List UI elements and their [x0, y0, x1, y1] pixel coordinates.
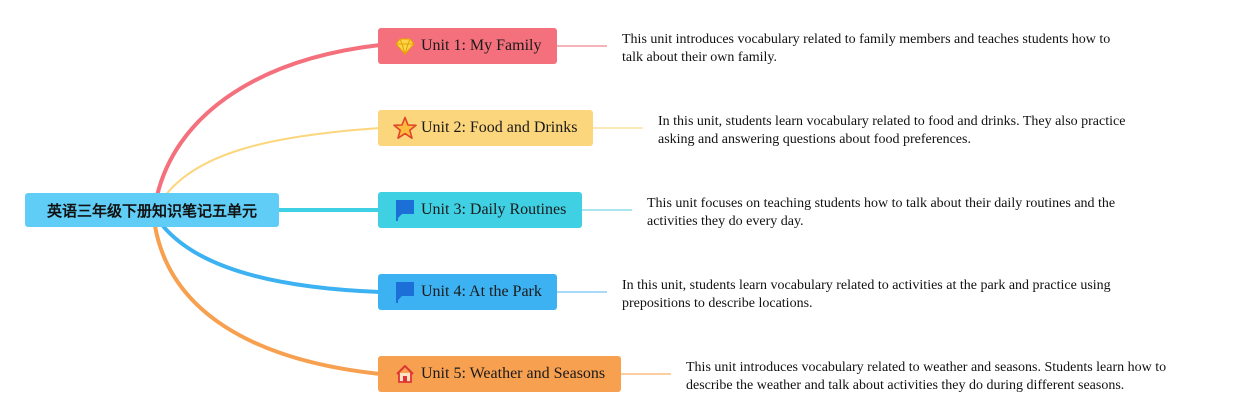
topic-unit-4-label: Unit 4: At the Park: [421, 283, 542, 300]
topic-unit-5-label: Unit 5: Weather and Seasons: [421, 365, 606, 382]
topic-unit-2-label: Unit 2: Food and Drinks: [421, 119, 578, 136]
root-topic[interactable]: 英语三年级下册知识笔记五单元: [25, 193, 279, 227]
note-unit-1: This unit introduces vocabulary related …: [622, 32, 1111, 65]
topic-unit-1[interactable]: Unit 1: My Family: [378, 28, 557, 64]
note-unit-2: In this unit, students learn vocabulary …: [658, 114, 1126, 147]
note-unit-4: In this unit, students learn vocabulary …: [622, 278, 1111, 311]
topic-unit-4[interactable]: Unit 4: At the Park: [378, 274, 557, 310]
note-unit-5: This unit introduces vocabulary related …: [686, 360, 1167, 393]
topic-unit-5[interactable]: Unit 5: Weather and Seasons: [378, 356, 621, 392]
flag-icon: [393, 198, 417, 222]
branch-unit-5: [153, 225, 381, 376]
star-icon: [393, 116, 417, 140]
flag-icon: [393, 280, 417, 304]
diamond-icon: [393, 34, 417, 58]
branch-unit-4: [161, 224, 381, 294]
topic-unit-3-label: Unit 3: Daily Routines: [421, 201, 567, 218]
branch-unit-2: [164, 127, 381, 197]
topic-unit-3[interactable]: Unit 3: Daily Routines: [378, 192, 582, 228]
branch-unit-1: [155, 43, 381, 197]
home-icon: [393, 362, 417, 386]
topic-unit-1-label: Unit 1: My Family: [421, 37, 542, 54]
note-unit-3: This unit focuses on teaching students h…: [647, 196, 1116, 229]
topic-unit-2[interactable]: Unit 2: Food and Drinks: [378, 110, 593, 146]
